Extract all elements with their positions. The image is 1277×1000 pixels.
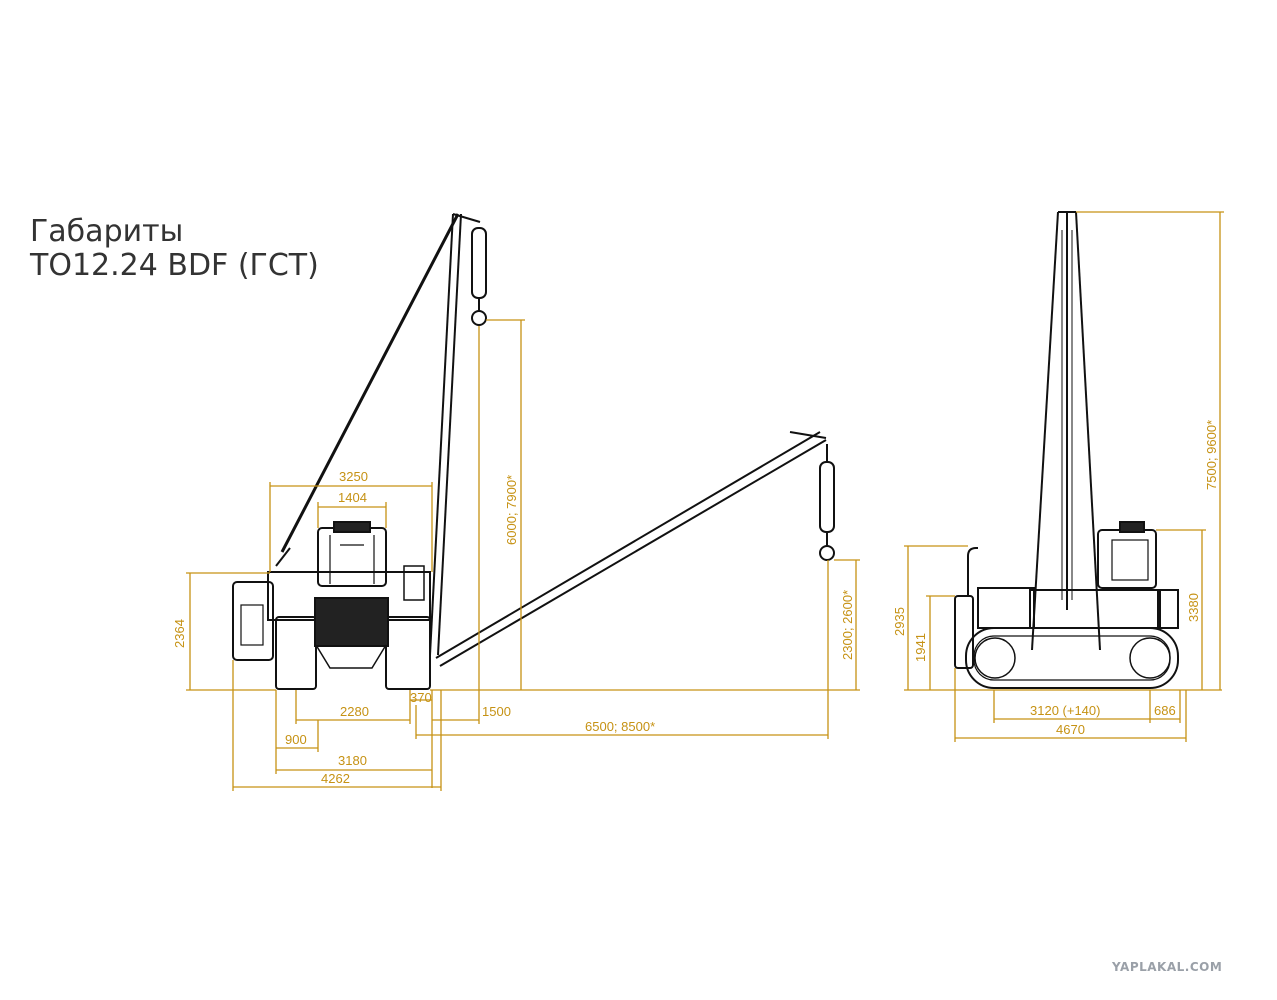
dim-overall-width: 4262 [321,771,350,786]
side-boom-left [1031,211,1059,651]
side-cab [1097,529,1157,589]
dim-height-cab: 3380 [1186,593,1201,622]
front-blade [954,595,974,669]
dim-height-total: 2935 [892,607,907,636]
side-view-dimension-lines [904,211,1224,742]
side-view-dimension-labels: 2935 1941 3380 7500; 9600* 3120 (+140) 6… [892,420,1219,737]
left-track [275,616,317,690]
dim-track-base: 3120 (+140) [1030,703,1100,718]
front-view-dimension-lines [186,319,860,791]
right-track [385,616,431,690]
title-line-1: Габариты [30,214,184,249]
dim-offset-small: 370 [410,690,432,705]
dim-hook-height-upper: 6000; 7900* [504,475,519,545]
diagram-title: Габариты ТО12.24 BDF (ГСТ) [30,215,319,283]
dim-hook-reach-min: 1500 [482,704,511,719]
upper-hook-block [471,227,487,299]
boom-vertical [429,213,454,656]
dim-boom-reach: 6500; 8500* [585,719,655,734]
dim-hook-height-lower: 2300; 2600* [840,590,855,660]
dim-height-body: 1941 [913,633,928,662]
dim-height-left: 2364 [172,619,187,648]
side-boom-right [1075,211,1101,651]
front-view-machine [232,213,835,690]
boom-extended [435,431,821,659]
cable [280,213,460,553]
title-line-2: ТО12.24 BDF (ГСТ) [30,248,319,283]
dim-track-shoe: 900 [285,732,307,747]
side-track [965,627,1179,689]
engine-hood [977,587,1035,629]
watermark: YAPLAKAL.COM [1112,960,1223,974]
dim-track-gauge: 2280 [340,704,369,719]
dim-cab-width: 1404 [338,490,367,505]
dim-top-width: 3250 [339,469,368,484]
side-view-machine [954,211,1179,689]
lower-hook-block [819,461,835,533]
dim-overall-length: 4670 [1056,722,1085,737]
cab [317,527,387,587]
dim-total-width: 3180 [338,753,367,768]
dim-rear-overhang: 686 [1154,703,1176,718]
dim-boom-height: 7500; 9600* [1204,420,1219,490]
front-view-dimension-labels: 3250 1404 2364 6000; 7900* 2300; 2600* 3… [172,469,855,786]
